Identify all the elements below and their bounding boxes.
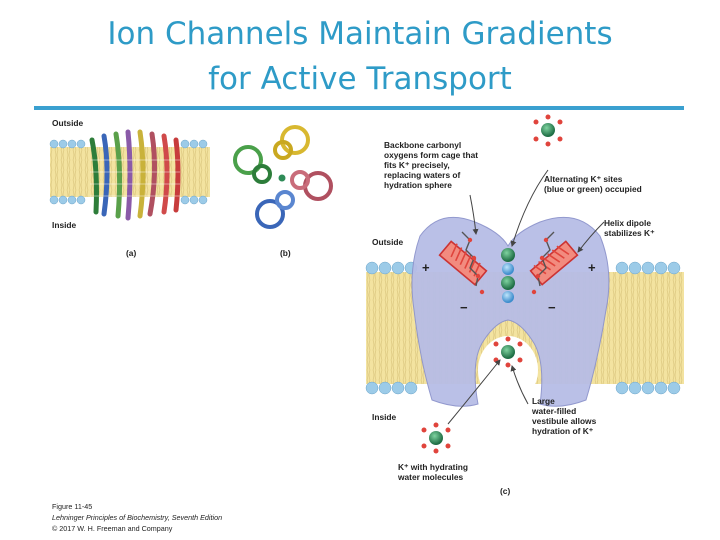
panel-a-channel-helices <box>89 129 181 221</box>
panel-b-caption: (b) <box>280 248 291 258</box>
svg-text:Helix dipole: Helix dipole <box>604 218 651 228</box>
panel-b: (b) <box>233 125 333 258</box>
panel-c-minus-right: − <box>548 300 556 315</box>
panel-c: Outside Inside <box>365 114 684 496</box>
panel-a: Outside Inside (a) <box>49 118 210 258</box>
panel-c-helix-left <box>438 240 488 286</box>
panel-c-sites-annotation: Alternating K⁺ sites (blue or green) occ… <box>544 174 642 194</box>
svg-text:hydration sphere: hydration sphere <box>384 180 452 190</box>
svg-text:K⁺ with hydrating: K⁺ with hydrating <box>398 462 468 472</box>
svg-text:vestibule allows: vestibule allows <box>532 416 597 426</box>
panel-c-helix-right <box>529 240 579 286</box>
panel-a-helix-stripes <box>90 159 180 197</box>
svg-text:oxygens form cage that: oxygens form cage that <box>384 150 478 160</box>
book-title: Lehninger Principles of Biochemistry, Se… <box>52 513 222 522</box>
svg-text:Alternating K⁺ sites: Alternating K⁺ sites <box>544 174 623 184</box>
figure-number: Figure 11-45 <box>52 502 92 511</box>
panel-a-inside-label: Inside <box>52 220 77 230</box>
panel-b-subunit-blue <box>255 190 295 229</box>
svg-text:fits K⁺ precisely,: fits K⁺ precisely, <box>384 160 450 170</box>
panel-a-outside-label: Outside <box>52 118 84 128</box>
panel-b-subunit-yellow <box>273 125 310 160</box>
panel-b-subunit-green <box>233 145 272 184</box>
copyright: © 2017 W. H. Freeman and Company <box>52 524 173 533</box>
title-divider <box>34 106 684 110</box>
panel-c-dipole-annotation: Helix dipole stabilizes K⁺ <box>604 218 655 238</box>
panel-b-k-ion <box>278 174 286 182</box>
svg-text:stabilizes K⁺: stabilizes K⁺ <box>604 228 655 238</box>
figure-credit: Figure 11-45 Lehninger Principles of Bio… <box>52 502 222 533</box>
panel-c-minus-left: − <box>460 300 468 315</box>
panel-b-subunit-red <box>290 170 333 201</box>
panel-c-hydrated-ion-top <box>533 114 563 147</box>
panel-c-outside-label: Outside <box>372 237 404 247</box>
panel-a-caption: (a) <box>126 248 136 258</box>
svg-text:replacing waters of: replacing waters of <box>384 170 461 180</box>
panel-c-vestibule <box>478 336 538 404</box>
title-line-2: for Active Transport <box>208 61 512 97</box>
panel-c-caption: (c) <box>500 486 510 496</box>
svg-text:hydration of K⁺: hydration of K⁺ <box>532 426 593 436</box>
panel-c-carbonyl-annotation: Backbone carbonyl oxygens form cage that… <box>384 140 478 190</box>
panel-c-k-ion-site-3 <box>501 276 515 290</box>
svg-text:(blue or green) occupied: (blue or green) occupied <box>544 184 642 194</box>
panel-c-k-ion-site-1 <box>501 248 515 262</box>
panel-c-carbonyl-oxygens <box>467 237 549 295</box>
svg-text:Backbone carbonyl: Backbone carbonyl <box>384 140 461 150</box>
slide-title: Ion Channels Maintain Gradients for Acti… <box>0 12 720 102</box>
svg-text:water molecules: water molecules <box>397 472 464 482</box>
panel-c-k-ion-site-2 <box>502 263 514 275</box>
svg-text:Large: Large <box>532 396 555 406</box>
svg-text:water-filled: water-filled <box>531 406 576 416</box>
title-line-1: Ion Channels Maintain Gradients <box>107 16 613 52</box>
panel-c-plus-left: + <box>422 260 430 275</box>
panel-c-k-ion-site-4 <box>502 291 514 303</box>
panel-a-lipid-heads <box>49 139 208 205</box>
panel-c-inside-label: Inside <box>372 412 397 422</box>
panel-c-plus-right: + <box>588 260 596 275</box>
panel-c-annotation-arrows <box>447 169 605 425</box>
panel-c-water-annotation: K⁺ with hydrating water molecules <box>397 462 468 482</box>
panel-c-hydrated-ion-bottom <box>421 422 451 454</box>
panel-c-vestibule-annotation: Large water-filled vestibule allows hydr… <box>531 396 597 436</box>
